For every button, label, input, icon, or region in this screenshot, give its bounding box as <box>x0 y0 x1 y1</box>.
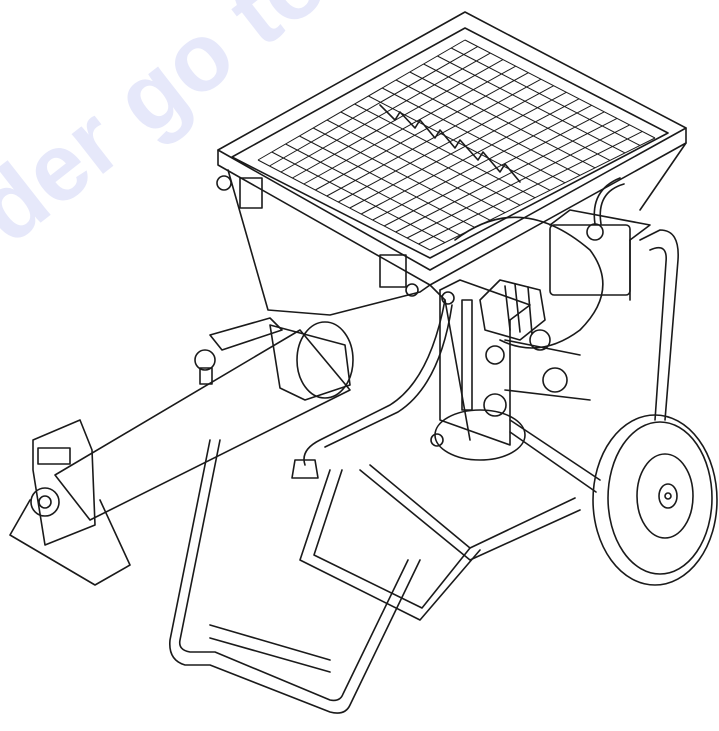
mixing-shaft <box>379 104 521 183</box>
grid-bar <box>292 59 504 179</box>
grid-bar <box>395 117 618 233</box>
grid-bar <box>303 65 516 185</box>
grid-bar <box>349 91 567 209</box>
hopper <box>216 11 687 441</box>
control-box <box>549 224 631 296</box>
grid-bar <box>423 63 611 161</box>
grid-bar <box>464 39 656 139</box>
hopper-bracket-front <box>379 254 407 288</box>
grid-bar <box>360 98 580 215</box>
water-hose <box>303 299 446 466</box>
water-valve <box>483 393 507 417</box>
chassis-frame <box>168 229 679 714</box>
wheel-hub <box>658 483 678 509</box>
motor-housing <box>454 177 651 349</box>
safety-grid <box>257 39 656 251</box>
grid-bar <box>437 55 626 154</box>
tube-clamp <box>194 349 216 371</box>
grid-bar <box>285 143 461 236</box>
grid-bar <box>383 111 605 227</box>
outlet-nozzle <box>30 487 60 517</box>
grid-bar <box>409 71 596 169</box>
grid-bar <box>271 151 446 243</box>
grid-bar <box>257 39 466 161</box>
grid-bar <box>368 95 551 191</box>
pump-nut <box>430 433 444 447</box>
grid-bar <box>381 87 566 184</box>
pressure-gauge <box>485 345 505 365</box>
hopper-hook-right <box>405 283 419 297</box>
hose-connector <box>441 291 455 305</box>
hopper-bracket-left <box>239 177 263 209</box>
solenoid-valve <box>529 329 551 351</box>
outlet-flange <box>9 419 131 586</box>
grid-bar <box>450 47 641 146</box>
hose-coupling <box>291 459 319 479</box>
grid-bar <box>257 159 431 251</box>
grid-bar <box>326 119 506 214</box>
outlet-label-plate <box>37 447 71 465</box>
grid-bar <box>338 85 554 203</box>
grid-bar <box>418 131 643 245</box>
grid-bar <box>372 104 592 221</box>
cable-gland <box>586 223 604 241</box>
grid-bar <box>312 127 491 221</box>
tube-stand <box>9 499 131 586</box>
grid-bar <box>280 52 491 173</box>
grid-bar <box>315 72 529 191</box>
grid-bar <box>299 135 476 229</box>
grid-bar <box>395 79 581 176</box>
feed-tube <box>54 317 354 521</box>
grid-bar <box>269 46 478 167</box>
grid-bar <box>354 103 536 199</box>
grid-bar <box>340 111 521 206</box>
hopper-hook-left <box>216 175 232 191</box>
wheel <box>592 414 718 586</box>
grid-bar <box>406 124 630 239</box>
water-fitting <box>542 367 568 393</box>
